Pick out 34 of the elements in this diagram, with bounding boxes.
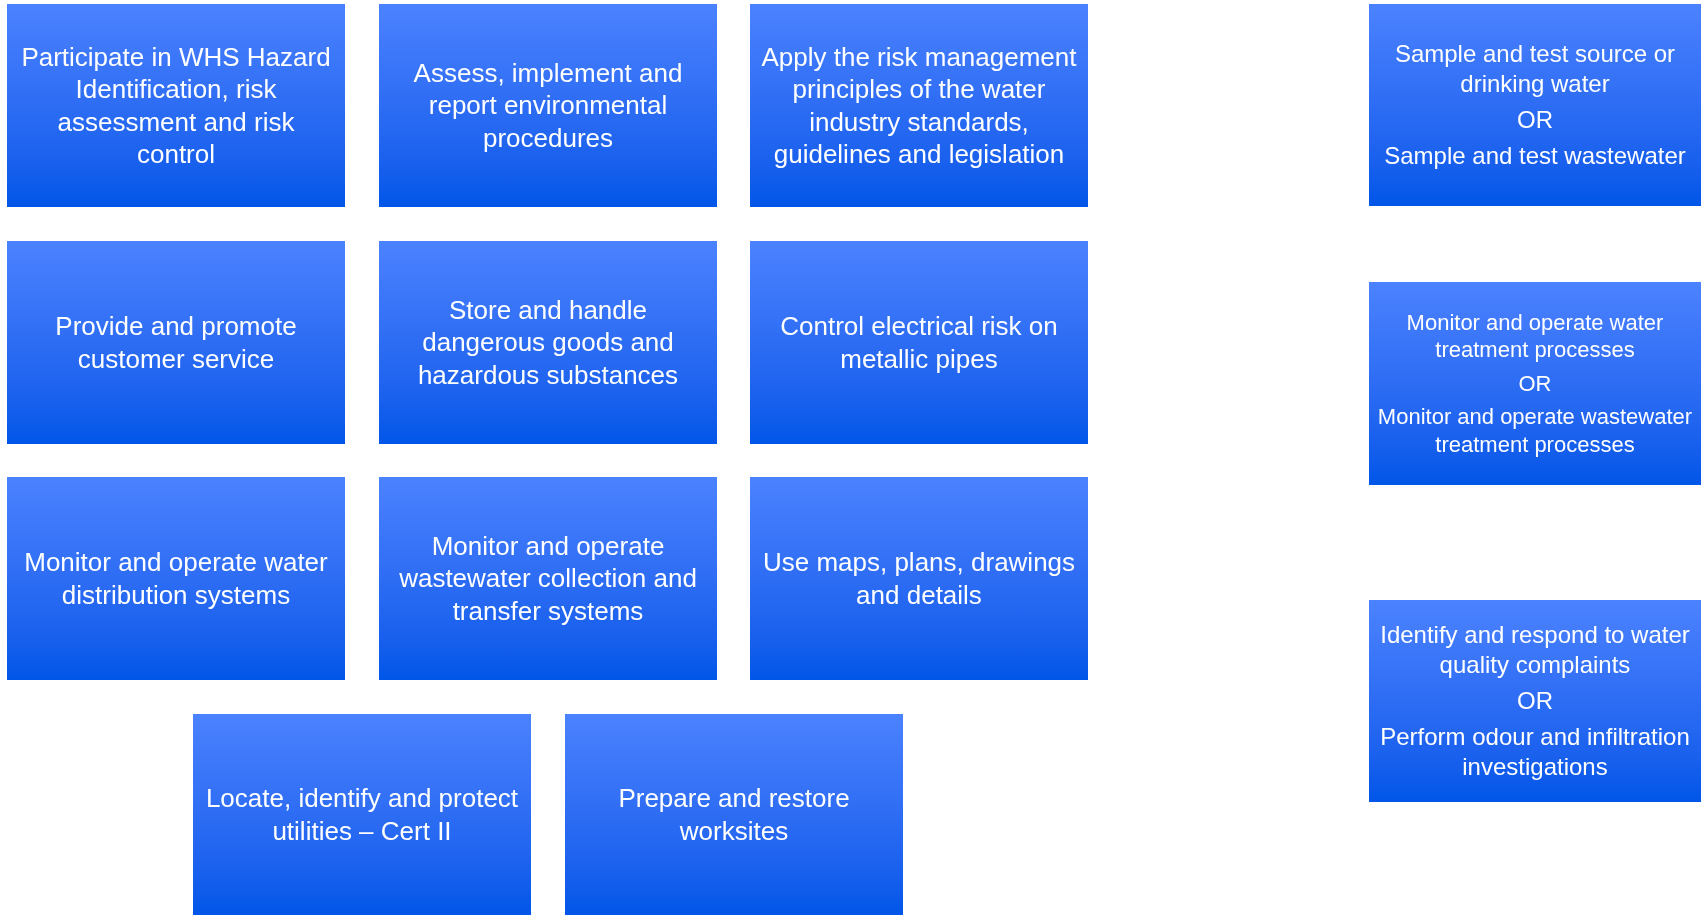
box-text: Perform odour and infiltration investigations [1379,722,1691,782]
box-text: Locate, identify and protect utilities – Cert II [204,782,520,847]
box-text: Participate in WHS Hazard Identification, risk assessment and risk control [20,40,332,171]
process-box [7,241,345,444]
process-box [565,714,903,915]
process-box [1369,600,1701,802]
box-text: Use maps, plans, drawings and details [761,546,1077,611]
box-text: Control electrical risk on metallic pipes [779,310,1059,375]
process-box [379,477,717,680]
box-text: Assess, implement and report environmental procedures [412,56,684,155]
box-text: Monitor and operate water treatment processes [1405,308,1665,364]
box-text: OR [1517,686,1553,716]
process-box [750,241,1088,444]
box-text: Sample and test source or drinking water [1393,39,1677,99]
box-text: Store and handle dangerous goods and hazardous substances [416,293,680,392]
process-box [379,4,717,207]
process-box [7,4,345,207]
box-text: OR [1518,369,1552,398]
process-box [1369,282,1701,485]
process-box [7,477,345,680]
box-text: Monitor and operate wastewater treatment processes [1377,403,1693,459]
process-box [750,477,1088,680]
box-text: Sample and test wastewater [1384,141,1686,171]
box-text: Monitor and operate water distribution systems [23,546,329,611]
box-text: Identify and respond to water quality complaints [1379,620,1691,680]
process-box [193,714,531,915]
box-text: Provide and promote customer service [54,310,298,375]
process-box [379,241,717,444]
box-text: OR [1517,105,1553,135]
box-text: Prepare and restore worksites [617,782,851,847]
process-box [1369,4,1701,206]
box-text: Apply the risk management principles of the water industry standards, guidelines and legislation [760,40,1078,171]
process-box [750,4,1088,207]
box-text: Monitor and operate wastewater collection and transfer systems [398,529,698,628]
